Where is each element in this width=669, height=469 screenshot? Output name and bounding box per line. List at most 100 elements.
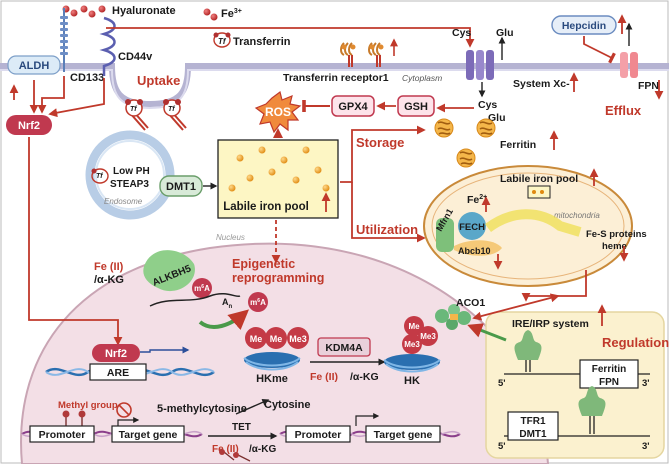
fe3-dots <box>203 8 218 21</box>
hepcidin-inhibits-fpn <box>583 36 616 64</box>
aco1-label: ACO1 <box>456 297 485 309</box>
m6a-free-label: m6A <box>250 298 266 307</box>
tfr1-dmt1-box <box>507 411 559 441</box>
nrf2-nucleus-label: Nrf2 <box>105 348 127 360</box>
epigenetic-label-2: reprogramming <box>232 271 324 285</box>
ire-irp-label: IRE/IRP system <box>512 318 589 330</box>
fes-flow <box>485 209 582 237</box>
methyl-group-pins <box>62 410 86 428</box>
demethylation-tet-arrow <box>235 399 270 415</box>
svg-text:Tf: Tf <box>168 106 175 113</box>
fe3-label: Fe3+ <box>221 8 242 20</box>
svg-text:Me: Me <box>270 334 283 344</box>
low-ph-label: Low PH <box>113 166 150 177</box>
fes-label-1: Fe-S proteins <box>586 229 647 240</box>
nrf2-pill <box>6 115 52 135</box>
cd133-label: CD133 <box>70 72 104 84</box>
svg-text:Me: Me <box>250 334 263 344</box>
transferrin-receptor1-icons <box>340 38 398 67</box>
irp-to-aco1-arrow <box>467 323 507 342</box>
target-gene-2-box <box>365 425 441 443</box>
akg-3-label: /α-KG <box>249 444 276 455</box>
ire-hairpin-bottom <box>578 386 606 434</box>
nrf2-to-nucleus-arrow <box>28 137 123 346</box>
storage-branch-arrow <box>340 125 426 183</box>
ferritin-box-label: Ferritin <box>592 364 626 375</box>
methyl-group-label: Methyl group <box>58 400 118 411</box>
ros-burst <box>254 90 302 134</box>
promoter-2-label: Promoter <box>295 429 342 441</box>
promoter-2-box <box>285 425 351 443</box>
m6a-circle <box>192 278 212 298</box>
hepcidin-pill <box>551 15 617 35</box>
are-box <box>89 363 147 381</box>
gsh-box <box>397 95 435 117</box>
hyaluronate-label: Hyaluronate <box>112 5 176 17</box>
cd44v-to-nrf2-arrow <box>48 78 105 118</box>
mito-lip-label: Labile iron pool <box>500 173 578 185</box>
aldh-label: ALDH <box>19 60 50 72</box>
methylcytosine-label: 5-methylcytosine <box>157 403 247 415</box>
aco1-irp-arrow <box>472 293 560 321</box>
utilization-label: Utilization <box>356 222 418 237</box>
cd133-receptor <box>60 8 68 72</box>
cys-bottom-label: Cys <box>478 99 497 111</box>
endosome-label: Endosome <box>104 197 143 206</box>
hkme-nucleosome <box>243 352 301 371</box>
labile-iron-pool-box <box>217 139 339 219</box>
mrna-strand <box>149 293 241 307</box>
hepcidin-label: Hepcidin <box>562 20 606 32</box>
active-transcription-arrow <box>355 413 380 426</box>
nrf2-label: Nrf2 <box>18 120 40 132</box>
svg-text:Me: Me <box>408 322 420 331</box>
regulation-label: Regulation <box>602 335 669 350</box>
transferrin-legend-icon <box>213 32 231 48</box>
utilization-branch-arrow <box>351 182 426 243</box>
akg-2-label: /α-KG <box>350 371 379 383</box>
an-label: An <box>222 297 233 310</box>
gpx4-box <box>331 95 375 117</box>
demethylation-arrow <box>198 309 250 331</box>
gpx4-label: GPX4 <box>338 101 368 113</box>
transferrin-receptor1-label: Transferrin receptor1 <box>283 72 389 84</box>
svg-text:Me3: Me3 <box>404 340 420 349</box>
kdm4a-box <box>317 337 371 357</box>
m6a-label: m6A <box>194 284 210 293</box>
labile-iron-dots <box>228 146 330 192</box>
system-xc-transporter <box>466 50 494 80</box>
target-gene-1-label: Target gene <box>119 429 178 441</box>
cytosine-label: Cytosine <box>264 399 310 411</box>
svg-text:Me3: Me3 <box>289 334 307 344</box>
akg-1-label: /α-KG <box>94 274 124 286</box>
fech-label: FECH <box>459 222 485 233</box>
mitochondria-label: mitochondria <box>554 211 600 220</box>
five-prime-2: 5' <box>498 441 506 452</box>
endosome-tf-icon <box>91 168 109 184</box>
tfr1-box-label: TFR1 <box>521 416 546 427</box>
fes-label-2: heme <box>602 241 627 252</box>
promoter-1-box <box>29 425 95 443</box>
m6a-free-circle <box>248 292 268 312</box>
target-gene-1-box <box>111 425 185 443</box>
tet-label: TET <box>232 422 251 433</box>
svg-text:Tf: Tf <box>96 173 103 180</box>
fe-ii-2-label: Fe (II) <box>310 371 338 383</box>
hkme-me-cluster: Me Me Me3 <box>245 327 309 349</box>
svg-text:Me3: Me3 <box>420 332 436 341</box>
fpn-label: FPN <box>638 80 659 92</box>
cd44v-to-xc-arrow <box>106 27 475 48</box>
fe-ii-1-label: Fe (II) <box>94 261 124 273</box>
uptake-label: Uptake <box>137 73 180 88</box>
mfrn1-shape <box>436 218 454 252</box>
released-methyl-pins <box>219 449 251 462</box>
ferritin-fpn-box <box>579 359 639 389</box>
fe-ii-3-label: Fe (II) <box>212 444 239 455</box>
fpn-channel <box>620 52 638 78</box>
nrf2-nucleus-pill <box>92 344 140 362</box>
promoter-1-label: Promoter <box>39 429 86 441</box>
svg-text:Tf: Tf <box>130 106 137 113</box>
transferrin-label: Transferrin <box>233 36 291 48</box>
cd44v-label: CD44v <box>118 51 153 63</box>
cd44v-receptor <box>99 16 116 76</box>
